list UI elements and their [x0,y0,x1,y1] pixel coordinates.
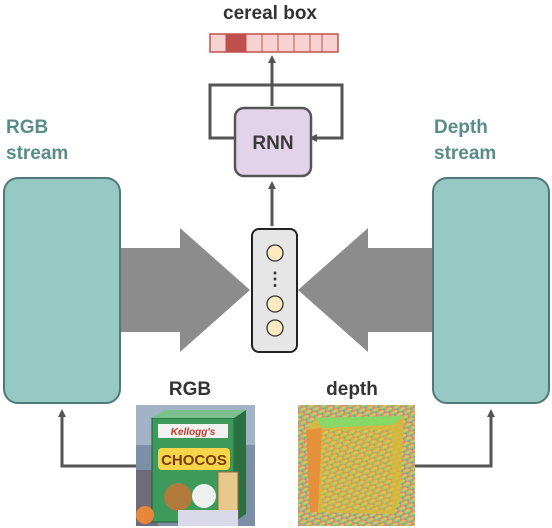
depth-fusion-arrow [298,228,433,352]
depth-stream-box [432,177,550,404]
rgb-image-brand: Kellogg's [171,427,216,438]
feature-vector-dots: ⋮ [266,269,284,289]
feature-vector: ⋮ [251,228,298,353]
output-label: cereal box [223,3,317,24]
depth-stream-label-line1: Depth [434,117,488,138]
rnn-label: RNN [252,133,293,154]
output-vector [209,33,339,53]
depth-image [298,405,415,526]
recurrent-loop-arrow [208,83,344,142]
rnn-node: RNN [233,106,313,178]
depth-image-label: depth [326,379,378,400]
output-active-cell [226,34,246,52]
rgb-image-text: CHOCOS [161,452,227,469]
rgb-stream-box [3,177,121,404]
depth-stream-label-line2: stream [434,143,496,164]
rgb-image-label: RGB [169,379,211,400]
rgb-input-arrow [58,409,136,468]
rgb-stream-label-line1: RGB [6,117,48,138]
rgb-fusion-arrow [120,228,250,352]
rgb-stream-label-line2: stream [6,143,68,164]
depth-input-arrow [415,409,495,468]
rgb-image: Kellogg's CHOCOS [136,405,255,526]
